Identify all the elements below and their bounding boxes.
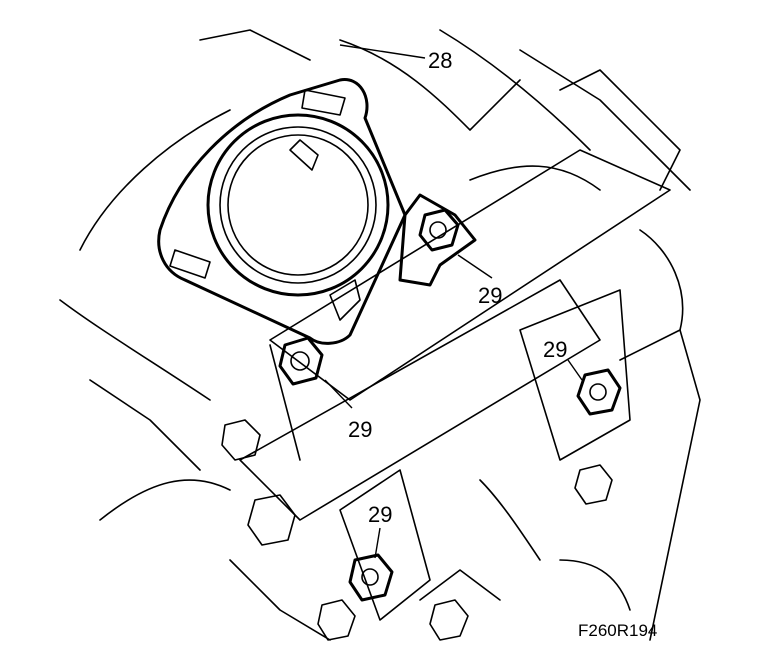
callout-29-lower: 29 <box>368 502 392 527</box>
callout-29-left: 29 <box>348 417 372 442</box>
housing-outlines <box>59 29 701 641</box>
mounting-bracket <box>239 149 671 621</box>
callout-28: 28 <box>428 48 452 73</box>
nuts <box>221 208 622 641</box>
leader-lines <box>324 44 583 559</box>
callout-29-right: 29 <box>543 337 567 362</box>
figure-code: F260R194 <box>578 621 657 640</box>
callout-29-upper-right: 29 <box>478 283 502 308</box>
nut-upper-right-icon <box>418 208 460 252</box>
nut-left-icon <box>278 336 324 386</box>
bearing-flange <box>157 78 407 345</box>
nut-right-icon <box>576 368 622 416</box>
nut-lower-icon <box>348 553 394 602</box>
